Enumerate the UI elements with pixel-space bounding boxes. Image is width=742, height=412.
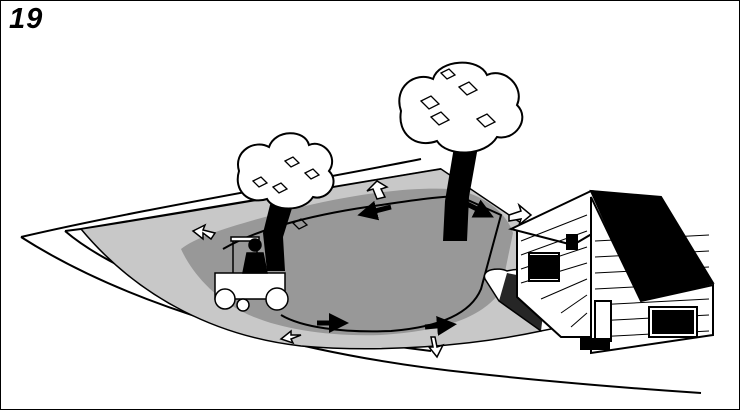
arrow-icon [425,325,447,327]
steps [581,339,609,349]
window-upper [567,235,577,249]
door [595,301,611,341]
